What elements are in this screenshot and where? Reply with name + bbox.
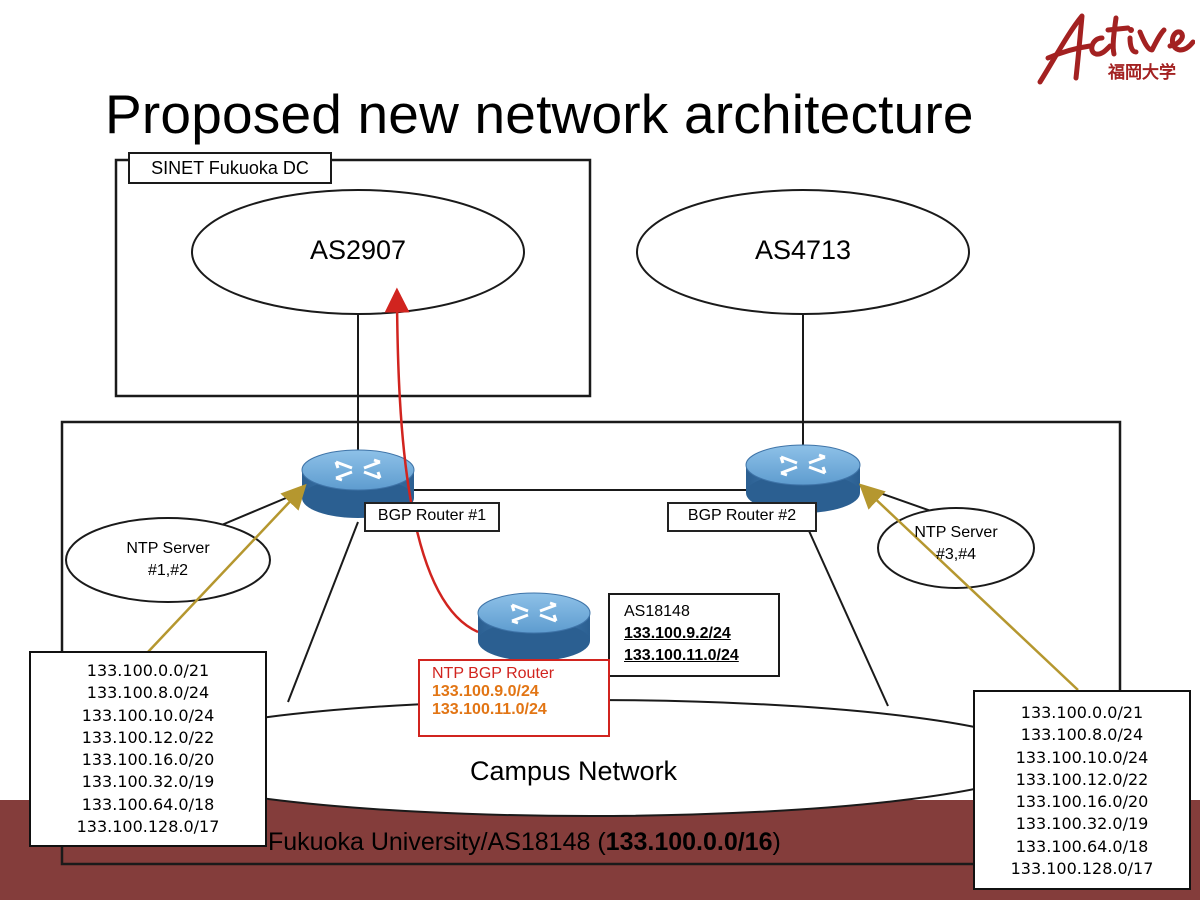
sinet-dc-label: SINET Fukuoka DC [128,152,332,184]
as18148-ip: 133.100.9.2/24 [624,625,731,642]
as18148-asn: AS18148 [624,603,690,620]
gold-arrow-left [147,483,307,653]
prefix-right-item: 133.100.0.0/21 [1020,703,1144,722]
link-router1-campus [287,521,359,703]
ntp-server-left-ellipse [65,517,271,603]
university-logo: 福岡大学 [1037,13,1195,85]
as4713-label: AS4713 [754,235,852,265]
sinet-dc-box [114,158,592,398]
prefix-right-item: 133.100.16.0/20 [1015,792,1149,812]
university-box [60,420,1122,866]
svg-text:福岡大学: 福岡大学 [1107,62,1176,83]
red-announcement-arrow [384,287,479,634]
prefix-right-item: 133.100.128.0/17 [1010,859,1154,879]
ntp-server-right-label: NTP Server #3,#4 [914,524,998,563]
prefix-right-item: 133.100.32.0/19 [1015,814,1149,834]
prefix-right-item: 133.100.64.0/18 [1015,836,1149,856]
prefix-left-item: 133.100.8.0/24 [86,683,210,703]
ntp-server-left-label: NTP Server #1,#2 [126,540,210,579]
slide-title: Proposed new network architecture [105,83,974,145]
prefix-right-item: 133.100.8.0/24 [1020,725,1144,745]
prefix-left-item: 133.100.128.0/17 [76,817,220,837]
gold-arrow-right [858,483,1079,691]
as18148-info-box: AS18148 133.100.9.2/24 133.100.11.0/24 [608,593,780,677]
ntp-bgp-router-prefix-2: 133.100.11.0/24 [432,701,547,718]
prefix-right-item: 133.100.12.0/22 [1015,769,1149,789]
prefix-left-item: 133.100.10.0/24 [81,705,215,725]
ntp-bgp-router-icon [477,592,591,661]
prefix-right-item: 133.100.10.0/24 [1015,747,1149,767]
prefix-left-item: 133.100.32.0/19 [81,772,215,792]
prefix-left-item: 133.100.0.0/21 [86,661,210,680]
ntp-bgp-router-box: NTP BGP Router 133.100.9.0/24 133.100.11… [418,659,610,737]
ntp-bgp-router-prefix-1: 133.100.9.0/24 [432,683,539,700]
bgp-router-2-label: BGP Router #2 [667,502,817,532]
prefix-left-item: 133.100.12.0/22 [81,727,215,747]
ntp-bgp-router-label: NTP BGP Router [432,665,555,682]
university-label: Fukuoka University/AS18148 (133.100.0.0/… [268,828,781,856]
prefix-left-item: 133.100.64.0/18 [81,794,215,814]
prefix-left-item: 133.100.16.0/20 [81,750,215,770]
campus-network-label: Campus Network [470,756,678,786]
link-router2-campus [804,521,889,707]
ntp-server-right-ellipse [877,507,1035,589]
as2907-label: AS2907 [309,235,407,265]
as18148-prefix: 133.100.11.0/24 [624,647,739,664]
bgp-router-1-label: BGP Router #1 [364,502,500,532]
